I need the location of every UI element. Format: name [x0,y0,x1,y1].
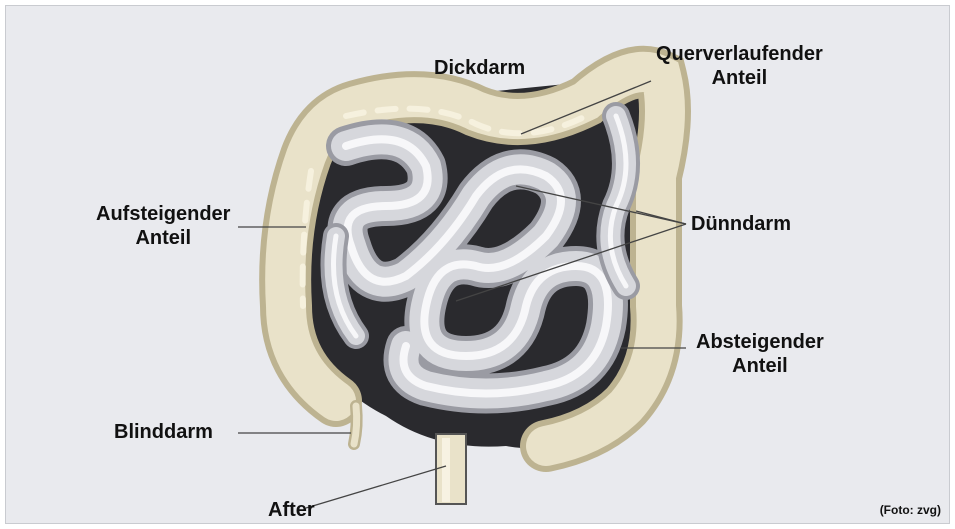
label-absteigender-line1: Absteigender [696,330,824,354]
label-absteigender-line2: Anteil [696,354,824,378]
photo-credit: (Foto: zvg) [880,503,941,517]
diagram-canvas: Dickdarm Querverlaufender Anteil Aufstei… [5,5,950,524]
label-blinddarm: Blinddarm [114,420,213,444]
label-dickdarm: Dickdarm [434,56,525,80]
label-aufsteigender-line1: Aufsteigender [96,202,230,226]
label-after: After [268,498,315,522]
label-querverlaufender-line2: Anteil [656,66,823,90]
label-absteigender-anteil: Absteigender Anteil [696,330,824,378]
label-duenndarm: Dünndarm [691,212,791,236]
label-aufsteigender-line2: Anteil [96,226,230,250]
label-querverlaufender-anteil: Querverlaufender Anteil [656,42,823,90]
label-aufsteigender-anteil: Aufsteigender Anteil [96,202,230,250]
label-querverlaufender-line1: Querverlaufender [656,42,823,66]
